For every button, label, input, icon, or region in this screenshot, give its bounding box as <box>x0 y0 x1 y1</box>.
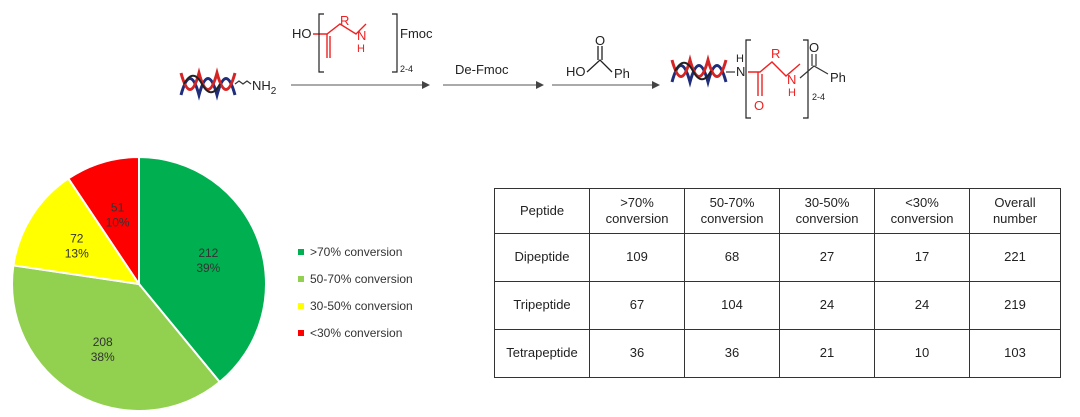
table-cell: 36 <box>684 329 780 378</box>
table-cell: 109 <box>589 233 685 282</box>
row-label: Dipeptide <box>494 233 590 282</box>
legend-label: <30% conversion <box>310 325 403 340</box>
pie-slice <box>12 177 142 286</box>
table-cell: 21 <box>779 329 875 378</box>
reaction-arrow-2 <box>443 81 544 89</box>
product-n2: N <box>787 72 796 87</box>
reagent1-range: 2-4 <box>400 64 413 74</box>
pie-slice <box>138 155 267 384</box>
header-cell: >70%conversion <box>589 188 685 234</box>
header-peptide: Peptide <box>494 188 590 234</box>
deprotection-label: De-Fmoc <box>455 62 509 77</box>
legend-item: >70% conversion <box>298 238 413 265</box>
header-cell: 50-70%conversion <box>684 188 780 234</box>
reagent3-o: O <box>595 33 605 48</box>
pie-slice <box>11 264 222 410</box>
table-row: Dipeptide 109 68 27 17 221 <box>494 233 1061 282</box>
product-h2: H <box>788 87 796 99</box>
product-n1: N <box>736 64 745 79</box>
header-cell: 30-50%conversion <box>779 188 875 234</box>
legend-label: 30-50% conversion <box>310 298 413 313</box>
product-ph: Ph <box>830 70 846 85</box>
legend-swatch <box>298 302 304 309</box>
legend-swatch <box>298 329 304 336</box>
table-row: Tripeptide 67 104 24 24 219 <box>494 281 1061 330</box>
reagent1-r: R <box>340 13 349 28</box>
reagent3-ph: Ph <box>614 66 630 81</box>
product-dna-icon <box>670 54 728 88</box>
table-cell: 24 <box>874 281 970 330</box>
table-cell: 36 <box>589 329 685 378</box>
product-structure: N H O R N H 2-4 O Ph <box>726 39 846 119</box>
header-cell: <30%conversion <box>874 188 970 234</box>
pie-slice <box>66 155 140 288</box>
amine-label: NH2 <box>252 78 277 97</box>
table-cell: 219 <box>969 281 1061 330</box>
table-header-row: Peptide >70%conversion 50-70%conversion … <box>494 188 1061 234</box>
table-cell: 104 <box>684 281 780 330</box>
legend-swatch <box>298 275 304 282</box>
legend-item: <30% conversion <box>298 319 413 346</box>
reagent-benzoic-acid: HO O Ph <box>566 33 630 81</box>
reaction-arrow-1 <box>291 81 430 89</box>
dna-icon <box>179 67 237 101</box>
legend-item: 30-50% conversion <box>298 292 413 319</box>
reagent1-ho: HO <box>292 26 312 41</box>
table-cell: 10 <box>874 329 970 378</box>
product-r: R <box>771 46 780 61</box>
row-label: Tripeptide <box>494 281 590 330</box>
reagent-fmoc-amino-acid: HO R N H Fmoc 2-4 <box>292 13 433 74</box>
table-cell: 27 <box>779 233 875 282</box>
product-o2: O <box>809 40 819 55</box>
legend-item: 50-70% conversion <box>298 265 413 292</box>
product-h1: H <box>736 53 744 65</box>
table-cell: 221 <box>969 233 1061 282</box>
reagent1-h: H <box>357 43 365 55</box>
reaction-scheme: NH2 HO R N H Fmoc 2-4 De-Fmoc HO O Ph <box>179 13 846 119</box>
linker-bond <box>234 80 252 85</box>
reaction-arrow-3 <box>552 81 660 89</box>
reagent1-n: N <box>357 28 366 43</box>
pie-legend: >70% conversion 50-70% conversion 30-50%… <box>298 238 413 346</box>
legend-swatch <box>298 248 304 255</box>
table-cell: 68 <box>684 233 780 282</box>
product-range: 2-4 <box>812 92 825 102</box>
table-cell: 103 <box>969 329 1061 378</box>
legend-label: 50-70% conversion <box>310 271 413 286</box>
product-o1: O <box>754 98 764 113</box>
reagent1-fmoc: Fmoc <box>400 26 433 41</box>
table-cell: 24 <box>779 281 875 330</box>
table-cell: 17 <box>874 233 970 282</box>
conversion-table: Peptide >70%conversion 50-70%conversion … <box>494 188 1061 378</box>
table-row: Tetrapeptide 36 36 21 10 103 <box>494 329 1061 378</box>
legend-label: >70% conversion <box>310 244 403 259</box>
reagent3-ho: HO <box>566 64 586 79</box>
row-label: Tetrapeptide <box>494 329 590 378</box>
table-cell: 67 <box>589 281 685 330</box>
